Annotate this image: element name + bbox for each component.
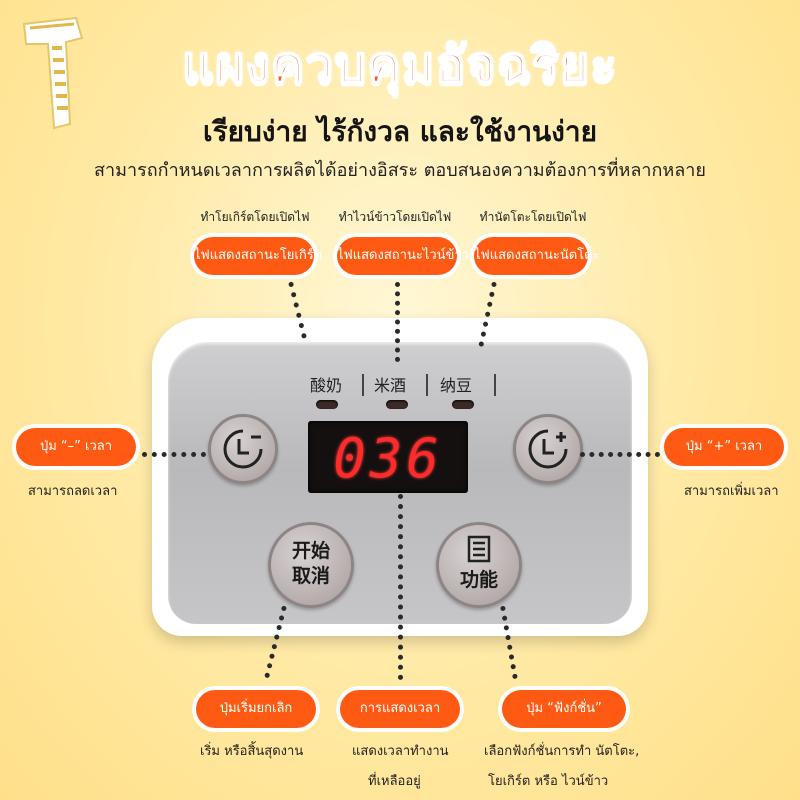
yogurt-indicator-led bbox=[316, 400, 338, 409]
function-callout-label: ปุ่ม “ฟังก์ชั่น” bbox=[502, 690, 626, 728]
mode-label-rice-wine: 米酒 bbox=[374, 376, 407, 395]
clock-minus-icon bbox=[223, 429, 263, 469]
brand-logo-icon bbox=[22, 16, 84, 130]
time-display-digits: 036 bbox=[333, 427, 443, 490]
rice-wine-caption: ทำไวน์ข้าวโดยเปิดไฟ bbox=[338, 210, 452, 224]
function-label: 功能 bbox=[459, 569, 498, 591]
time-display-leader-line bbox=[398, 494, 403, 680]
time-display-note-line1: แสดงเวลาทำงาน bbox=[352, 744, 449, 759]
page-subtitle: เรียบง่าย ไร้กังวล และใช้งานง่าย bbox=[203, 115, 597, 148]
minus-button-label: ปุ่ม “–” เวลา bbox=[16, 428, 136, 466]
function-button[interactable]: 功能 bbox=[436, 522, 522, 608]
function-note-line2: โยเกิร์ต หรือ ไวน์ข้าว bbox=[488, 774, 609, 789]
yogurt-caption: ทำโยเกิร์ตโดยเปิดไฟ bbox=[200, 210, 310, 224]
start-cancel-button[interactable]: 开始 取消 bbox=[268, 522, 354, 608]
mode-separator bbox=[494, 374, 496, 396]
time-display-note-line2: ที่เหลืออยู่ bbox=[368, 774, 421, 789]
time-minus-button[interactable] bbox=[208, 414, 278, 484]
mode-separator bbox=[362, 374, 364, 396]
plus-button-label: ปุ่ม “+” เวลา bbox=[664, 428, 784, 466]
natto-caption: ทำนัตโตะโดยเปิดไฟ bbox=[479, 210, 587, 224]
mode-label-yogurt: 酸奶 bbox=[310, 376, 343, 395]
start-cancel-label-bottom: 取消 bbox=[291, 565, 330, 587]
plus-leader-line bbox=[580, 452, 660, 457]
start-cancel-callout-label: ปุ่มเริ่มยกเลิก bbox=[196, 690, 316, 728]
mode-separator bbox=[426, 374, 428, 396]
page-title: แผงควบคุมอัจฉริยะ bbox=[181, 35, 618, 95]
minus-button-note: สามารถลดเวลา bbox=[28, 484, 118, 499]
function-note-line1: เลือกฟังก์ชั่นการทำ นัตโตะ, bbox=[484, 744, 640, 759]
yogurt-indicator-label: ไฟแสดงสถานะโยเกิร์ต bbox=[194, 237, 322, 275]
natto-indicator-led bbox=[452, 400, 474, 409]
time-display: 036 bbox=[308, 421, 468, 493]
time-plus-button[interactable] bbox=[513, 414, 583, 484]
clock-plus-icon bbox=[528, 429, 568, 469]
rice-wine-indicator-led bbox=[386, 400, 408, 409]
time-display-callout-label: การแสดงเวลา bbox=[340, 690, 460, 728]
menu-list-icon bbox=[467, 535, 491, 563]
page-description: สามารถกำหนดเวลาการผลิตได้อย่างอิสระ ตอบส… bbox=[94, 160, 706, 181]
minus-leader-line bbox=[142, 452, 206, 457]
rice-wine-leader-line bbox=[395, 282, 400, 362]
natto-indicator-label: ไฟแสดงสถานะนัตโตะ bbox=[474, 237, 600, 275]
mode-label-natto: 纳豆 bbox=[440, 376, 473, 395]
rice-wine-indicator-label: ไฟแสดงสถานะไวน์ข้าว bbox=[337, 237, 469, 275]
start-cancel-label-top: 开始 bbox=[291, 540, 330, 562]
plus-button-note: สามารถเพิ่มเวลา bbox=[684, 484, 779, 499]
start-cancel-note: เริ่ม หรือสิ้นสุดงาน bbox=[200, 744, 304, 759]
